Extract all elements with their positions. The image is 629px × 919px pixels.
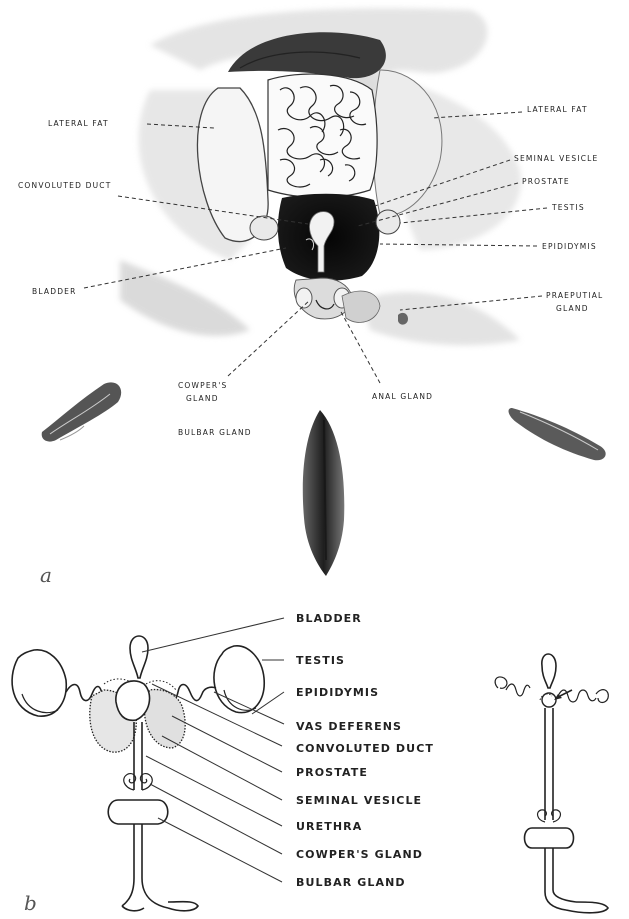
label-cowpers-gland-b: COWPER'S GLAND [296,848,423,861]
label-testis-b: TESTIS [296,654,345,667]
label-testis-a: TESTIS [551,203,585,212]
panel-b-schematic [12,636,264,911]
label-prostate-a: PROSTATE [522,177,570,186]
panel-b-leaders [142,618,284,882]
label-seminal-vesicle-a: SEMINAL VESICLE [514,154,598,163]
testis-left-shape [250,216,278,240]
label-praeputial-line2: GLAND [556,304,589,313]
label-epididymis-b: EPIDIDYMIS [296,686,379,699]
label-convoluted-duct-a: CONVOLUTED DUCT [18,181,112,190]
label-convoluted-duct-b: CONVOLUTED DUCT [296,742,434,755]
body-cavity [278,194,379,281]
testis-left-b [12,650,66,716]
label-anal-gland: ANAL GLAND [372,392,433,401]
label-cowpers-line2: GLAND [186,394,219,403]
bladder-b [130,636,148,678]
testis-right-shape [376,210,400,234]
panel-b-letter: b [24,891,37,915]
label-prostate-b: PROSTATE [296,766,368,779]
label-urethra-b: URETHRA [296,820,362,833]
central-gland-b [116,681,150,720]
small-bulbar [525,828,574,848]
label-bulbar-gland-a: BULBAR GLAND [178,428,252,437]
label-lateral-fat-left: LATERAL FAT [48,119,109,128]
small-bladder [542,654,556,688]
panel-b-labels: BLADDER TESTIS EPIDIDYMIS VAS DEFERENS C… [296,612,434,889]
label-cowpers-line1: COWPER'S [178,381,227,390]
left-hind-limb [42,382,121,441]
panel-a-letter: a [40,563,52,587]
label-seminal-vesicle-b: SEMINAL VESICLE [296,794,422,807]
right-hind-limb [509,408,606,460]
label-lateral-fat-right: LATERAL FAT [527,105,588,114]
label-bladder-a: BLADDER [32,287,77,296]
label-bladder-b: BLADDER [296,612,362,625]
panel-b-small-schematic [495,654,608,913]
label-bulbar-gland-b: BULBAR GLAND [296,876,406,889]
testis-right-b [214,646,264,713]
seminal-vesicle-right-b [144,690,185,748]
label-epididymis-a: EPIDIDYMIS [542,242,597,251]
bulbar-gland-b [108,800,168,824]
panel-a-illustration [42,8,606,576]
label-praeputial-line1: PRAEPUTIAL [546,291,603,300]
label-vas-deferens-b: VAS DEFERENS [296,720,402,733]
convoluted-organs [268,74,377,197]
